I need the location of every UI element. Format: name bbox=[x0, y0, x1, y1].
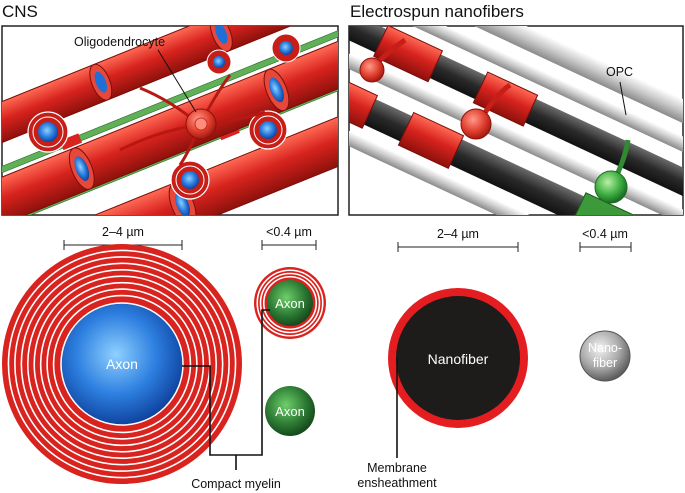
nanofiber-scale-small-label: <0.4 µm bbox=[582, 227, 628, 241]
cns-title: CNS bbox=[2, 2, 38, 21]
axon-large bbox=[60, 302, 184, 426]
myelin-lamella bbox=[256, 269, 324, 337]
nanofiber-large bbox=[396, 296, 520, 420]
ensheathing-cell-2 bbox=[460, 108, 492, 140]
cns-illustration bbox=[2, 26, 338, 215]
myelin-lamella bbox=[262, 275, 318, 331]
myelin-lamella bbox=[39, 281, 205, 447]
axon-large-label: Axon bbox=[106, 356, 138, 372]
ensheathing-cell-1 bbox=[359, 57, 385, 83]
myelin-lamella bbox=[259, 272, 321, 334]
myelin-lamella bbox=[14, 256, 230, 472]
nanofiber-large-label: Nanofiber bbox=[428, 351, 489, 367]
nanofiber-scale-large bbox=[397, 242, 519, 252]
nanofiber-scale-large-label: 2–4 µm bbox=[437, 227, 479, 241]
axon-small-myelinated bbox=[267, 280, 313, 326]
nanofiber-small-label-line1: Nano- bbox=[588, 341, 622, 355]
compact-myelin-label: Compact myelin bbox=[191, 477, 281, 491]
nanofiber-illustration bbox=[349, 26, 683, 215]
compact-myelin-leader bbox=[182, 309, 270, 470]
myelin-lamella bbox=[20, 262, 224, 466]
cut-axon-ends bbox=[27, 33, 301, 200]
opc-cell bbox=[594, 170, 628, 204]
nanofiber-scale-small bbox=[579, 242, 632, 252]
myelin-lamella bbox=[46, 288, 198, 440]
oligodendrocyte-label: Oligodendrocyte bbox=[74, 35, 165, 49]
cns-scale-small-label: <0.4 µm bbox=[266, 225, 312, 239]
membrane-label-line2: ensheathment bbox=[357, 476, 437, 490]
axon-small-bare bbox=[265, 386, 315, 436]
cns-scale-large-label: 2–4 µm bbox=[102, 225, 144, 239]
membrane-label-line1: Membrane bbox=[367, 461, 427, 475]
axon-small-bare-label: Axon bbox=[275, 404, 305, 419]
myelin-lamella bbox=[26, 268, 218, 460]
nanofiber-title: Electrospun nanofibers bbox=[350, 2, 524, 21]
nanofiber-small bbox=[579, 330, 631, 382]
cns-scale-small bbox=[261, 240, 317, 250]
myelin-lamella bbox=[52, 294, 192, 434]
nanofiber-small-label-line2: fiber bbox=[593, 356, 617, 370]
opc-label: OPC bbox=[606, 65, 633, 79]
oligodendrocyte-leader bbox=[157, 49, 197, 113]
myelin-lamella bbox=[33, 275, 211, 453]
axon-small-myelinated-label: Axon bbox=[275, 296, 305, 311]
opc-leader bbox=[619, 81, 627, 116]
myelin-lamella bbox=[7, 249, 237, 479]
